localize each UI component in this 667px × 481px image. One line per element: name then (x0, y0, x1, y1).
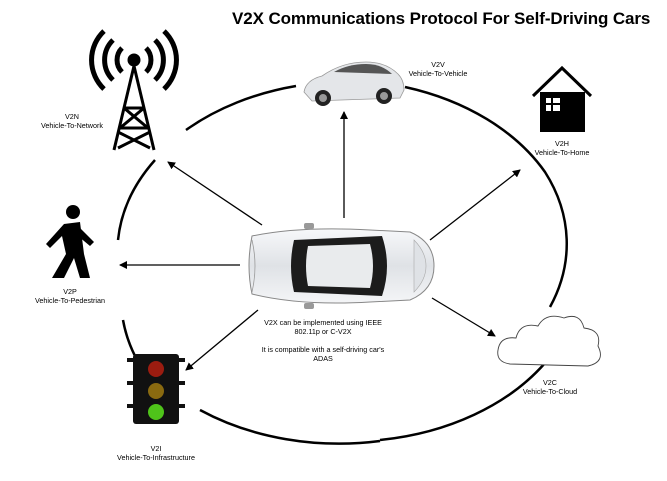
arrow-to-v2h (429, 169, 521, 241)
car-icon (303, 61, 405, 106)
arrows (119, 111, 521, 371)
label-v2v-name: Vehicle-To-Vehicle (408, 69, 468, 78)
pedestrian-icon (46, 205, 94, 278)
center-note-compatibility: It is compatible with a self-driving car… (261, 345, 385, 363)
label-v2n-name: Vehicle-To-Network (41, 121, 103, 130)
label-v2v-code: V2V (431, 60, 445, 69)
arrow-to-v2n (167, 161, 263, 226)
self-driving-car-icon (248, 223, 435, 309)
label-v2i: V2I Vehicle-To-Infrastructure (117, 444, 195, 462)
traffic-light-icon (127, 354, 185, 424)
diagram-title: V2X Communications Protocol For Self-Dri… (232, 9, 651, 28)
label-v2i-name: Vehicle-To-Infrastructure (117, 453, 195, 462)
label-v2c: V2C Vehicle-To-Cloud (523, 378, 577, 396)
label-v2h: V2H Vehicle-To-Home (535, 139, 590, 157)
center-note: V2X can be implemented using IEEE 802.11… (258, 318, 388, 363)
house-icon (531, 65, 593, 132)
label-v2p: V2P Vehicle-To-Pedestrian (35, 287, 105, 305)
center-note-implementation: V2X can be implemented using IEEE 802.11… (264, 318, 382, 336)
label-v2i-code: V2I (150, 444, 162, 453)
label-v2h-code: V2H (555, 139, 569, 148)
label-v2c-name: Vehicle-To-Cloud (522, 387, 578, 396)
label-v2p-code: V2P (63, 287, 77, 296)
label-v2p-name: Vehicle-To-Pedestrian (35, 296, 105, 305)
arrow-to-v2c (431, 297, 496, 337)
cloud-icon (497, 315, 601, 367)
label-v2n: V2N Vehicle-To-Network (41, 112, 103, 130)
label-v2c-code: V2C (543, 378, 557, 387)
network-ring (116, 84, 568, 445)
arrow-to-v2i (185, 309, 259, 371)
radio-tower-icon (89, 29, 179, 151)
label-v2v: V2V Vehicle-To-Vehicle (409, 60, 468, 78)
label-v2n-code: V2N (65, 112, 79, 121)
label-v2h-name: Vehicle-To-Home (534, 148, 590, 157)
